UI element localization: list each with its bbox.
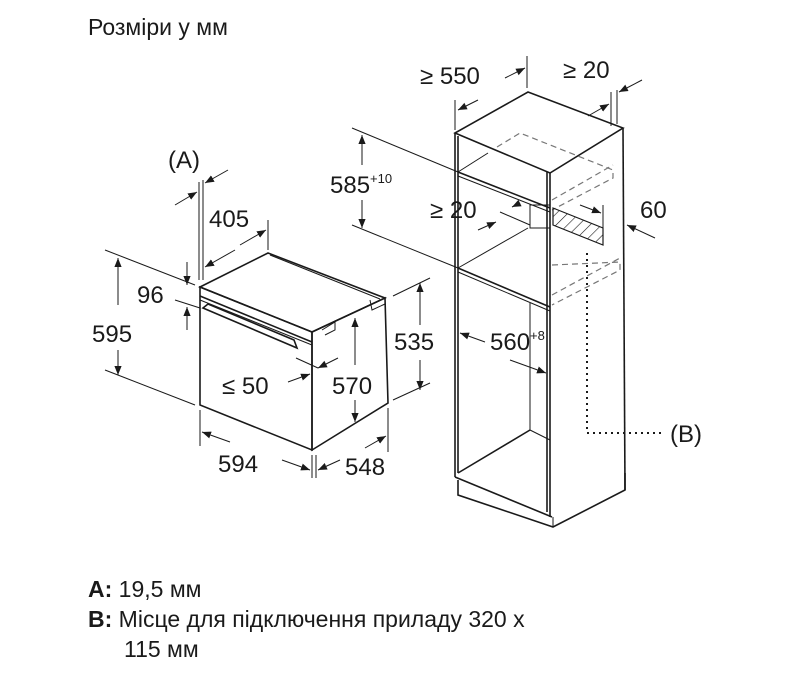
- diagram-title: Розміри у мм: [88, 14, 228, 40]
- label-405: 405: [209, 206, 249, 233]
- legend-text: 19,5 мм: [118, 576, 202, 602]
- label-535: 535: [394, 329, 434, 356]
- legend-item-b-continued: 115 мм: [124, 636, 199, 662]
- label-548: 548: [345, 454, 385, 481]
- label-96: 96: [137, 282, 164, 309]
- label-60: 60: [640, 197, 667, 224]
- label-560: 560+8: [490, 328, 545, 356]
- legend: A: 19,5 мм B: Місце для підключення прил…: [88, 574, 525, 664]
- dimension-lines: [104, 56, 656, 478]
- label-585: 585+10: [330, 171, 392, 199]
- legend-text: Місце для підключення приладу 320 x: [118, 606, 525, 632]
- label-a-marker: (A): [168, 147, 200, 174]
- dimension-labels: (A) 405 96 595 ≤ 50 570 535 594 548 585+…: [92, 57, 702, 481]
- oven-drawing: [198, 252, 389, 452]
- legend-key: B:: [88, 606, 113, 632]
- label-595: 595: [92, 321, 132, 348]
- legend-item-b: B: Місце для підключення приладу 320 x: [88, 604, 525, 634]
- label-le50: ≤ 50: [222, 373, 269, 400]
- label-ge20-mid: ≥ 20: [430, 197, 477, 224]
- cabinet-drawing: [453, 91, 663, 528]
- label-ge20-top: ≥ 20: [563, 57, 610, 84]
- label-594: 594: [218, 451, 258, 478]
- label-b-marker: (B): [670, 421, 702, 448]
- label-570: 570: [332, 373, 372, 400]
- legend-item-a: A: 19,5 мм: [88, 574, 525, 604]
- legend-key: A:: [88, 576, 113, 602]
- label-ge550: ≥ 550: [420, 63, 480, 90]
